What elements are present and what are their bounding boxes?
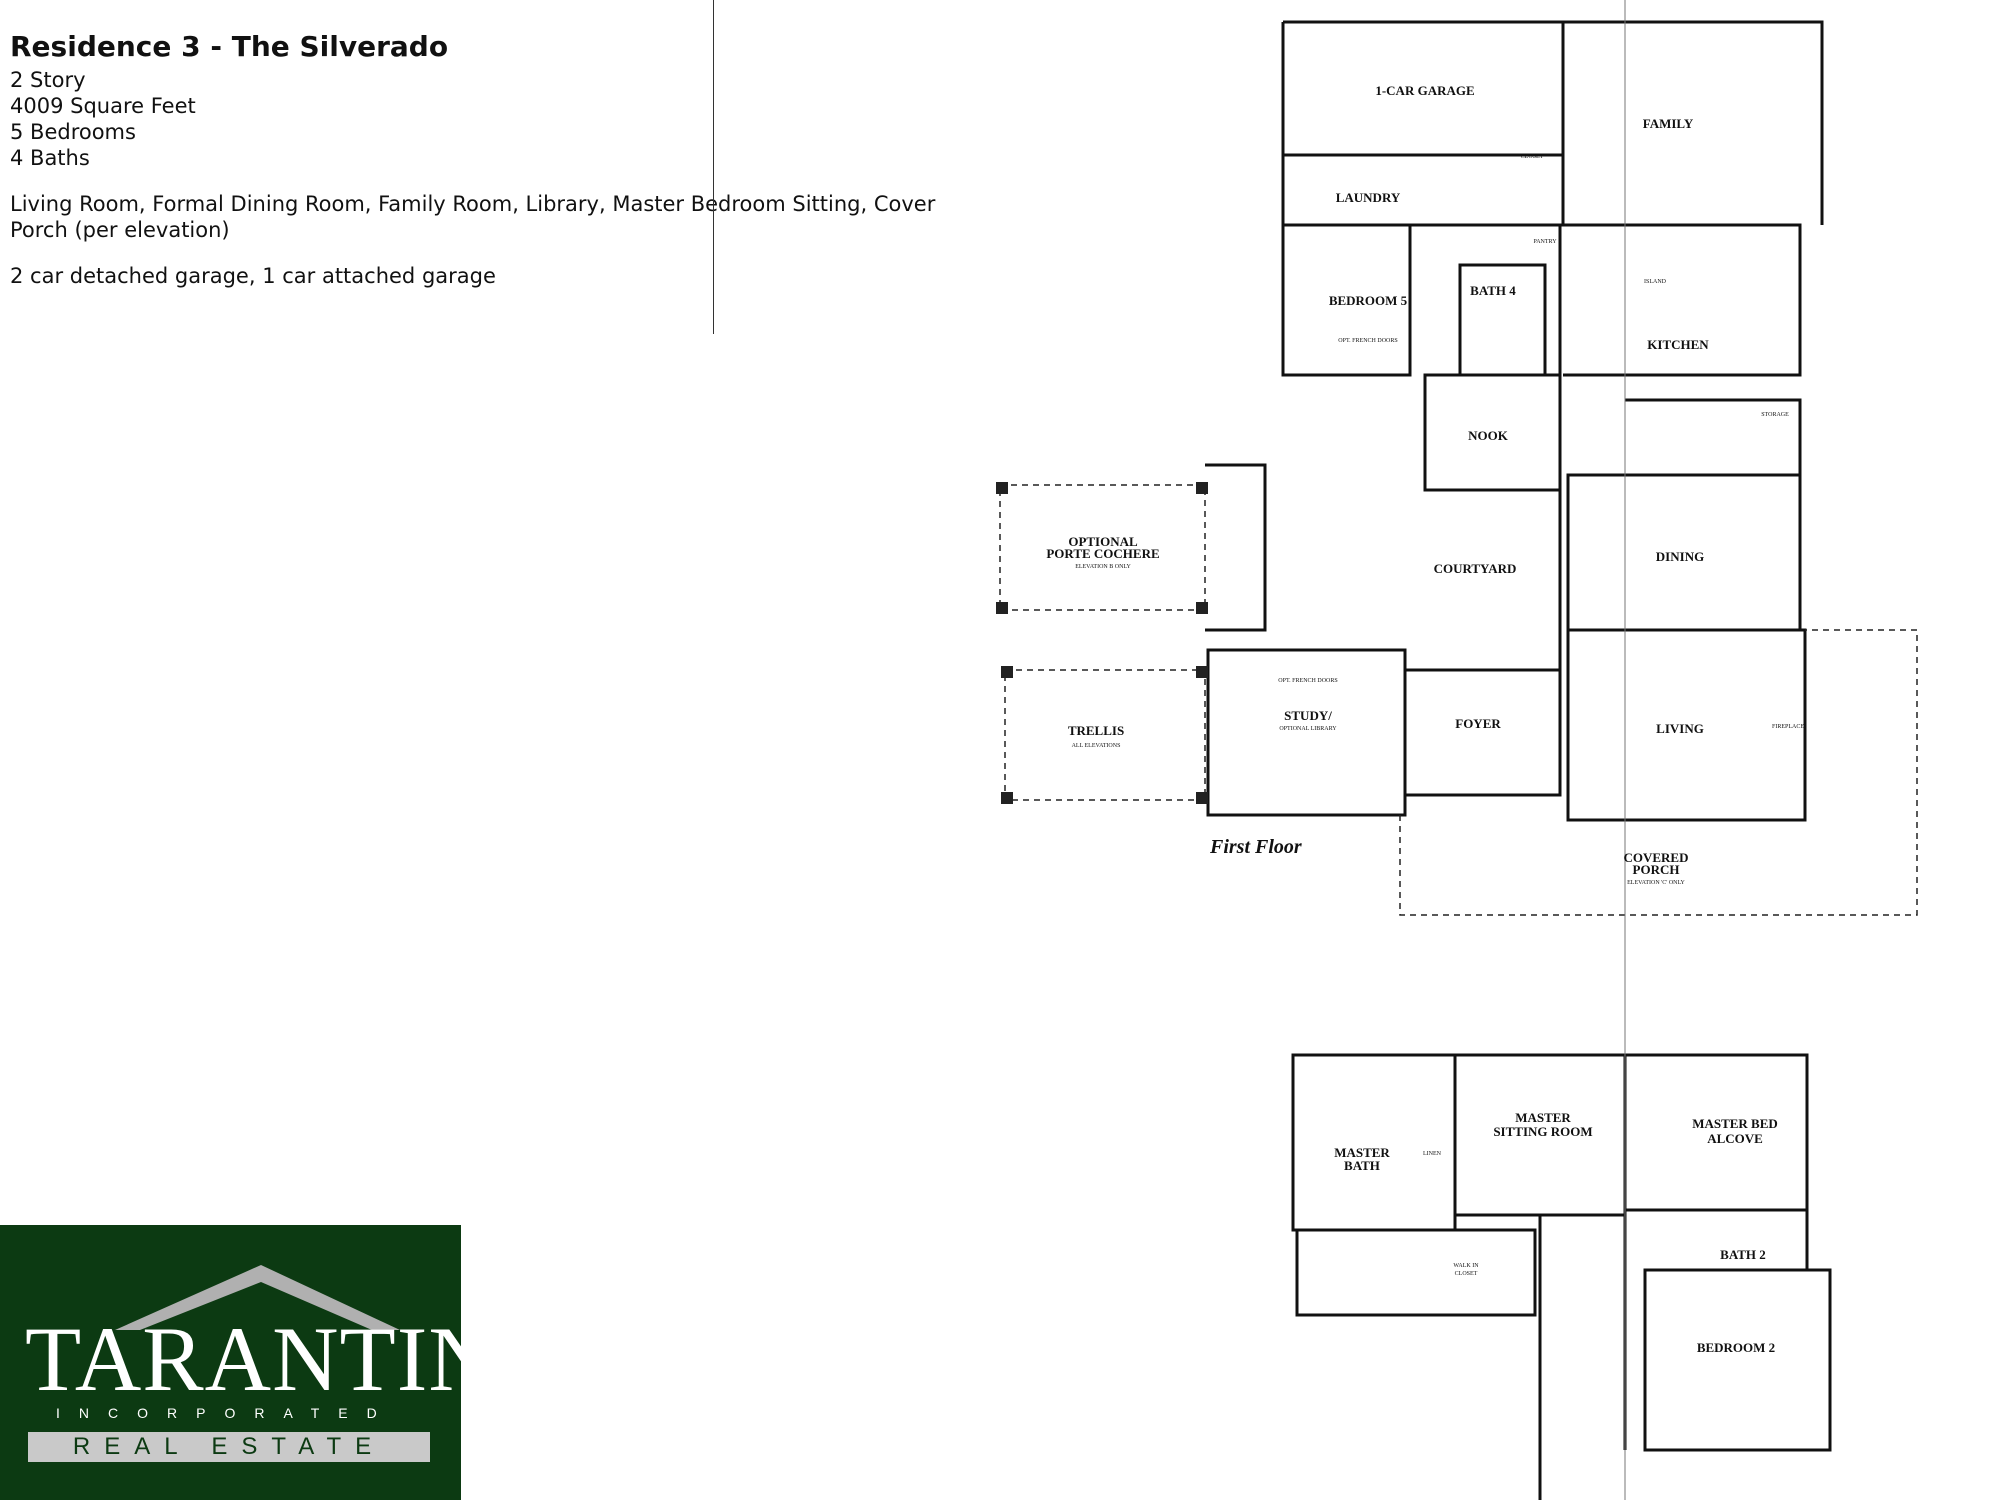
- hall-wall: [1538, 1215, 1627, 1500]
- porte-cochere-note: ELEVATION B ONLY: [1075, 564, 1131, 570]
- master-bath-label-2: BATH: [1344, 1158, 1380, 1173]
- walkin-label-1: WALK IN: [1453, 1263, 1479, 1269]
- island-label: ISLAND: [1644, 279, 1667, 285]
- foyer-label: FOYER: [1455, 716, 1501, 731]
- study-door-note: OPT. FRENCH DOORS: [1278, 678, 1337, 684]
- porte-cochere-label-2: PORTE COCHERE: [1046, 546, 1159, 561]
- porte-cochere-outline: [999, 484, 1206, 611]
- walkin-closet-wall: [1295, 1228, 1537, 1317]
- porch-label-1: COVERED: [1623, 850, 1688, 865]
- alcove-label-2: ALCOVE: [1707, 1131, 1763, 1146]
- master-bath-wall: [1291, 1053, 1457, 1232]
- study-wall: [1206, 648, 1407, 817]
- porch-outline: [1399, 629, 1918, 916]
- divider-line: [713, 0, 714, 334]
- house-roof-icon: [115, 1265, 400, 1330]
- sitting-label-1: MASTER: [1515, 1110, 1571, 1125]
- stories-text: 2 Story: [10, 68, 86, 92]
- foyer-wall: [1403, 668, 1562, 797]
- study-label: STUDY/: [1284, 708, 1332, 723]
- nook-label: NOOK: [1468, 428, 1509, 443]
- logo-real-estate: REAL ESTATE: [28, 1432, 430, 1462]
- logo: TARANTINO INCORPORATED REAL ESTATE: [0, 1225, 562, 1500]
- square-feet-text: 4009 Square Feet: [10, 94, 196, 118]
- sitting-label-2: SITTING ROOM: [1493, 1124, 1592, 1139]
- features-text-2: Porch (per elevation): [10, 218, 230, 242]
- laundry-label: LAUNDRY: [1336, 190, 1401, 205]
- bedroom5-wall: [1281, 223, 1412, 377]
- courtyard-wall: [1205, 463, 1267, 632]
- garage-label: 1-CAR GARAGE: [1375, 83, 1474, 98]
- pantry-label: PANTRY: [1533, 239, 1557, 245]
- walkin-label-2: CLOSET: [1455, 1271, 1478, 1277]
- bath4-wall: [1458, 263, 1547, 377]
- bedrooms-text: 5 Bedrooms: [10, 120, 136, 144]
- kitchen-label: KITCHEN: [1647, 337, 1709, 352]
- family-wall: [1563, 20, 1824, 225]
- kitchen-wall: [1563, 223, 1802, 377]
- living-label: LIVING: [1656, 721, 1704, 736]
- bedroom2-wall: [1643, 1268, 1832, 1452]
- bedroom2-label: BEDROOM 2: [1697, 1340, 1775, 1355]
- trellis-note: ALL ELEVATIONS: [1072, 743, 1121, 749]
- family-label: FAMILY: [1643, 116, 1694, 131]
- fireplace-label: FIREPLACE: [1772, 724, 1804, 730]
- master-bath-label-1: MASTER: [1334, 1145, 1390, 1160]
- dining-label: DINING: [1656, 549, 1704, 564]
- closet-label: CLOSET: [1521, 154, 1544, 160]
- study-note: OPTIONAL LIBRARY: [1279, 726, 1337, 732]
- living-wall: [1566, 628, 1807, 822]
- trellis-outline: [1004, 669, 1206, 801]
- linen-label: LINEN: [1423, 1151, 1442, 1157]
- logo-name: TARANTINO: [25, 1308, 564, 1410]
- bedroom5-door-note: OPT. FRENCH DOORS: [1338, 338, 1397, 344]
- page-title: Residence 3 - The Silverado: [10, 30, 449, 63]
- courtyard-label: COURTYARD: [1434, 561, 1517, 576]
- features-text-1: Living Room, Formal Dining Room, Family …: [10, 192, 936, 216]
- listing-info: Residence 3 - The Silverado 2 Story 4009…: [10, 30, 990, 289]
- garage-text: 2 car detached garage, 1 car attached ga…: [10, 264, 496, 288]
- storage-label: STORAGE: [1761, 412, 1789, 418]
- baths-text: 4 Baths: [10, 146, 90, 170]
- first-floor-label: First Floor: [1209, 836, 1302, 858]
- bedroom5-label: BEDROOM 5: [1329, 293, 1408, 308]
- bath2-label: BATH 2: [1720, 1247, 1766, 1262]
- bath4-label: BATH 4: [1470, 283, 1516, 298]
- alcove-label-1: MASTER BED: [1692, 1116, 1778, 1131]
- porch-note: ELEVATION 'C' ONLY: [1627, 880, 1685, 886]
- porte-cochere-label-1: OPTIONAL: [1068, 534, 1138, 549]
- porch-label-2: PORCH: [1633, 862, 1680, 877]
- logo-incorporated: INCORPORATED: [56, 1405, 396, 1421]
- laundry-wall: [1281, 153, 1565, 227]
- trellis-label: TRELLIS: [1068, 723, 1124, 738]
